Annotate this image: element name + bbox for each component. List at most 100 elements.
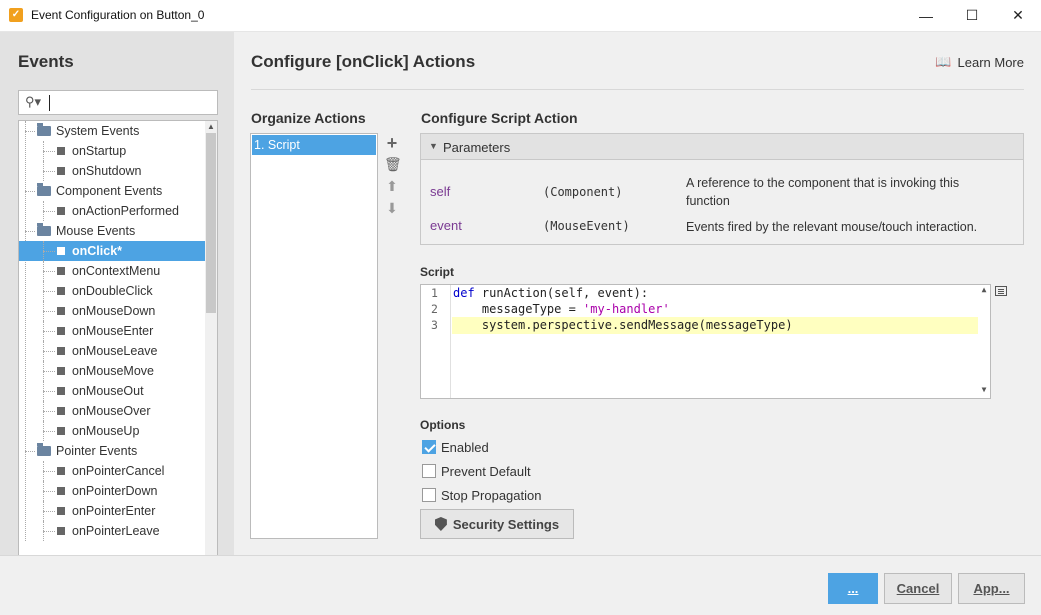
tree-connector [43, 251, 55, 252]
tree-connector [43, 271, 55, 272]
parameters-header[interactable]: ▼ Parameters [421, 134, 1023, 160]
window-title: Event Configuration on Button_0 [31, 8, 205, 22]
maximize-button[interactable]: ☐ [965, 7, 979, 23]
event-search-input[interactable]: ⚲▾ [18, 90, 218, 115]
security-settings-button[interactable]: Security Settings [420, 509, 574, 539]
learn-more-link[interactable]: 📖 Learn More [935, 54, 1024, 70]
book-icon: 📖 [935, 54, 952, 69]
tree-connector [25, 191, 35, 192]
tree-folder[interactable]: Mouse Events [19, 221, 205, 241]
checkbox-checked-icon[interactable] [422, 440, 436, 454]
cancel-button[interactable]: Cancel [884, 573, 952, 604]
apply-button[interactable]: App... [958, 573, 1025, 604]
tree-item-label: onStartup [72, 144, 127, 158]
event-icon [57, 347, 65, 355]
tree-connector [43, 511, 55, 512]
script-editor[interactable]: 1 2 3 def runAction(self, event): messag… [420, 284, 991, 399]
tree-item-label: System Events [56, 124, 140, 138]
tree-item-label: Component Events [56, 184, 163, 198]
tree-item-label: onMouseOver [72, 404, 151, 418]
tree-connector [25, 121, 26, 541]
checkbox-unchecked-icon[interactable] [422, 488, 436, 502]
line-number: 1 [431, 286, 438, 300]
code-line: messageType = 'my-handler' [453, 301, 670, 317]
action-item[interactable]: 1. Script [252, 135, 376, 155]
learn-more-label: Learn More [957, 54, 1024, 70]
tree-item[interactable]: onMouseEnter [19, 321, 205, 341]
scroll-down-arrow-icon[interactable]: ▼ [981, 385, 987, 394]
scroll-up-arrow-icon[interactable]: ▲ [981, 285, 987, 294]
close-button[interactable]: ✕ [1012, 7, 1024, 23]
add-action-icon[interactable]: + [386, 133, 398, 153]
events-heading: Events [18, 52, 74, 71]
script-menu-icon[interactable] [995, 286, 1007, 296]
enabled-checkbox[interactable]: Enabled [422, 439, 489, 455]
editor-scrollbar[interactable]: ▲ ▼ [978, 285, 990, 398]
line-gutter: 1 2 3 [421, 285, 451, 398]
tree-item[interactable]: onPointerDown [19, 481, 205, 501]
tree-item[interactable]: onClick* [19, 241, 205, 261]
tree-item[interactable]: onMouseUp [19, 421, 205, 441]
keyword-token: def [453, 286, 475, 300]
main-panel: Configure [onClick] Actions 📖 Learn More… [234, 32, 1041, 555]
tree-item[interactable]: onMouseOut [19, 381, 205, 401]
folder-icon [37, 183, 51, 196]
actions-list: 1. Script [250, 133, 378, 539]
move-down-icon[interactable]: ⬇ [386, 200, 398, 216]
event-icon [57, 327, 65, 335]
tree-item-label: onContextMenu [72, 264, 161, 278]
shield-icon [434, 517, 447, 531]
event-icon [57, 387, 65, 395]
tree-folder[interactable]: Pointer Events [19, 441, 205, 461]
tree-item-label: onMouseDown [72, 304, 156, 318]
minimize-button[interactable]: — [919, 7, 933, 24]
tree-item-label: onMouseLeave [72, 344, 158, 358]
tree-item[interactable]: onMouseDown [19, 301, 205, 321]
app-icon: ✓ [9, 8, 23, 22]
tree-folder[interactable]: System Events [19, 121, 205, 141]
tree-item[interactable]: onShutdown [19, 161, 205, 181]
code-token: system.perspective.sendMessage(messageTy… [453, 318, 793, 332]
tree-item[interactable]: onContextMenu [19, 261, 205, 281]
tree-item[interactable]: onPointerEnter [19, 501, 205, 521]
event-tree: ▲ ▼ System Events onStartup onShutdownComp… [18, 120, 218, 570]
param-type: (MouseEvent) [543, 219, 630, 233]
tree-connector [43, 291, 55, 292]
scroll-up-arrow-icon[interactable]: ▲ [207, 122, 215, 131]
tree-connector [43, 391, 55, 392]
tree-item[interactable]: onStartup [19, 141, 205, 161]
code-token: messageType = [453, 302, 584, 316]
event-icon [57, 467, 65, 475]
folder-icon [37, 443, 51, 456]
tree-item[interactable]: onDoubleClick [19, 281, 205, 301]
stop-propagation-checkbox[interactable]: Stop Propagation [422, 487, 541, 503]
search-icon: ⚲▾ [25, 94, 42, 109]
ok-button[interactable]: ... [828, 573, 878, 604]
event-icon [57, 487, 65, 495]
tree-item[interactable]: onMouseLeave [19, 341, 205, 361]
tree-folder[interactable]: Component Events [19, 181, 205, 201]
tree-connector [43, 171, 55, 172]
tree-connector [25, 231, 35, 232]
move-up-icon[interactable]: ⬆ [386, 178, 398, 194]
checkbox-unchecked-icon[interactable] [422, 464, 436, 478]
folder-icon [37, 123, 51, 136]
delete-action-icon[interactable]: 🗑 [384, 156, 402, 172]
event-icon [57, 527, 65, 535]
organize-actions-heading: Organize Actions [251, 110, 366, 126]
string-token: 'my-handler' [583, 302, 670, 316]
tree-item[interactable]: onPointerLeave [19, 521, 205, 541]
tree-item[interactable]: onPointerCancel [19, 461, 205, 481]
tree-item-label: onMouseOut [72, 384, 144, 398]
parameters-panel: ▼ Parameters self (Component) A referenc… [420, 133, 1024, 245]
tree-scrollbar[interactable]: ▲ ▼ [205, 121, 217, 569]
prevent-default-checkbox[interactable]: Prevent Default [422, 463, 531, 479]
tree-connector [43, 491, 55, 492]
tree-item-label: onPointerCancel [72, 464, 165, 478]
scroll-thumb[interactable] [206, 133, 216, 313]
event-icon [57, 147, 65, 155]
tree-item[interactable]: onMouseOver [19, 401, 205, 421]
param-desc: Events fired by the relevant mouse/touch… [686, 220, 978, 234]
tree-item[interactable]: onMouseMove [19, 361, 205, 381]
tree-item[interactable]: onActionPerformed [19, 201, 205, 221]
